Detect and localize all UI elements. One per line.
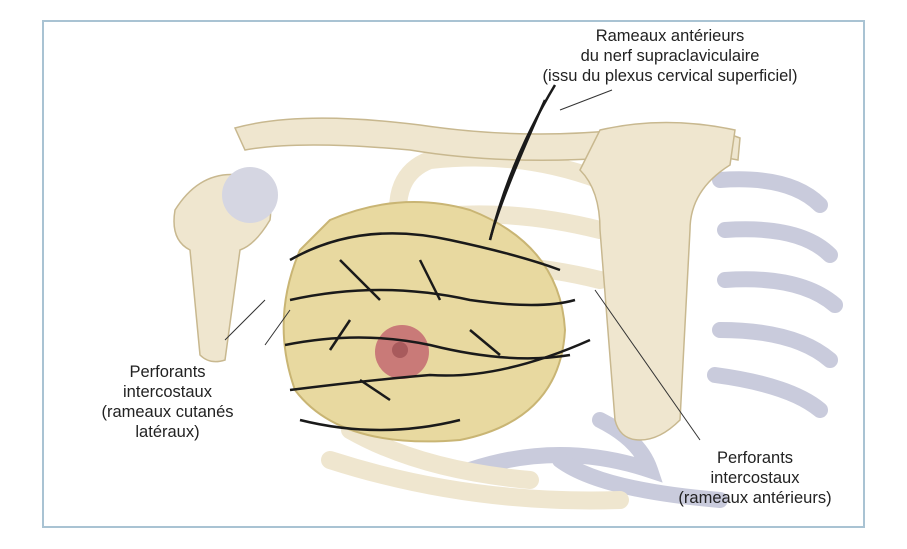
sternum <box>579 121 736 441</box>
label-line: (rameaux antérieurs) <box>678 489 832 507</box>
leader-lines <box>224 89 701 441</box>
nerves <box>284 84 591 432</box>
breast <box>282 201 567 443</box>
label-line: (rameaux cutanés <box>101 403 234 421</box>
label-line: intercostaux <box>710 469 800 487</box>
nipple <box>392 342 408 358</box>
ribs-cartilage <box>462 171 843 508</box>
label-supraclavicular: Rameaux antérieurs du nerf supraclavicul… <box>505 26 835 86</box>
label-anterior-perforators: Perforants intercostaux (rameaux antérie… <box>650 448 860 508</box>
label-line: Perforants <box>716 449 794 467</box>
humeral-head <box>222 167 278 223</box>
label-lateral-perforators: Perforants intercostaux (rameaux cutanés… <box>60 362 275 442</box>
label-line: Rameaux antérieurs <box>595 27 745 45</box>
label-line: (issu du plexus cervical superficiel) <box>542 67 798 85</box>
label-line: du nerf supraclaviculaire <box>580 47 760 65</box>
label-line: Perforants <box>129 363 206 381</box>
label-line: intercostaux <box>123 383 212 401</box>
label-line: latéraux) <box>135 423 200 441</box>
